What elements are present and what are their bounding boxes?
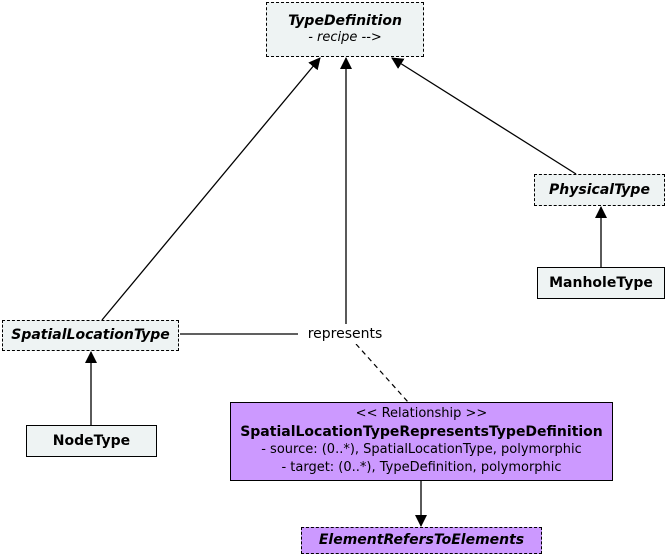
type-definition-node: TypeDefinition - recipe --> (266, 2, 424, 57)
represents-label: represents (298, 324, 392, 344)
element-refers-to-elements-node: ElementRefersToElements (301, 527, 542, 554)
element-refers-to-elements-name: ElementRefersToElements (318, 532, 525, 549)
relationship-target: - target: (0..*), TypeDefinition, polymo… (281, 460, 562, 475)
relationship-node: << Relationship >> SpatialLocationTypeRe… (230, 402, 613, 481)
node-type-name: NodeType (52, 432, 131, 449)
inheritance-edge-physical-typedefinition (391, 57, 577, 175)
spatial-location-type-node: SpatialLocationType (2, 320, 179, 351)
relationship-stereotype: << Relationship >> (355, 406, 488, 421)
spatial-location-type-name: SpatialLocationType (11, 327, 170, 344)
relationship-name: SpatialLocationTypeRepresentsTypeDefinit… (240, 424, 603, 440)
manhole-type-node: ManholeType (537, 267, 665, 299)
node-type-node: NodeType (26, 425, 157, 457)
physical-type-name: PhysicalType (549, 181, 650, 198)
physical-type-node: PhysicalType (534, 174, 665, 206)
type-definition-note: - recipe --> (308, 30, 382, 46)
inheritance-edge-spatiallocation-typedefinition (101, 57, 321, 321)
type-definition-name: TypeDefinition (288, 13, 402, 30)
relationship-source: - source: (0..*), SpatialLocationType, p… (261, 442, 582, 457)
relationship-link-dashed (355, 343, 409, 403)
manhole-type-name: ManholeType (549, 274, 653, 291)
